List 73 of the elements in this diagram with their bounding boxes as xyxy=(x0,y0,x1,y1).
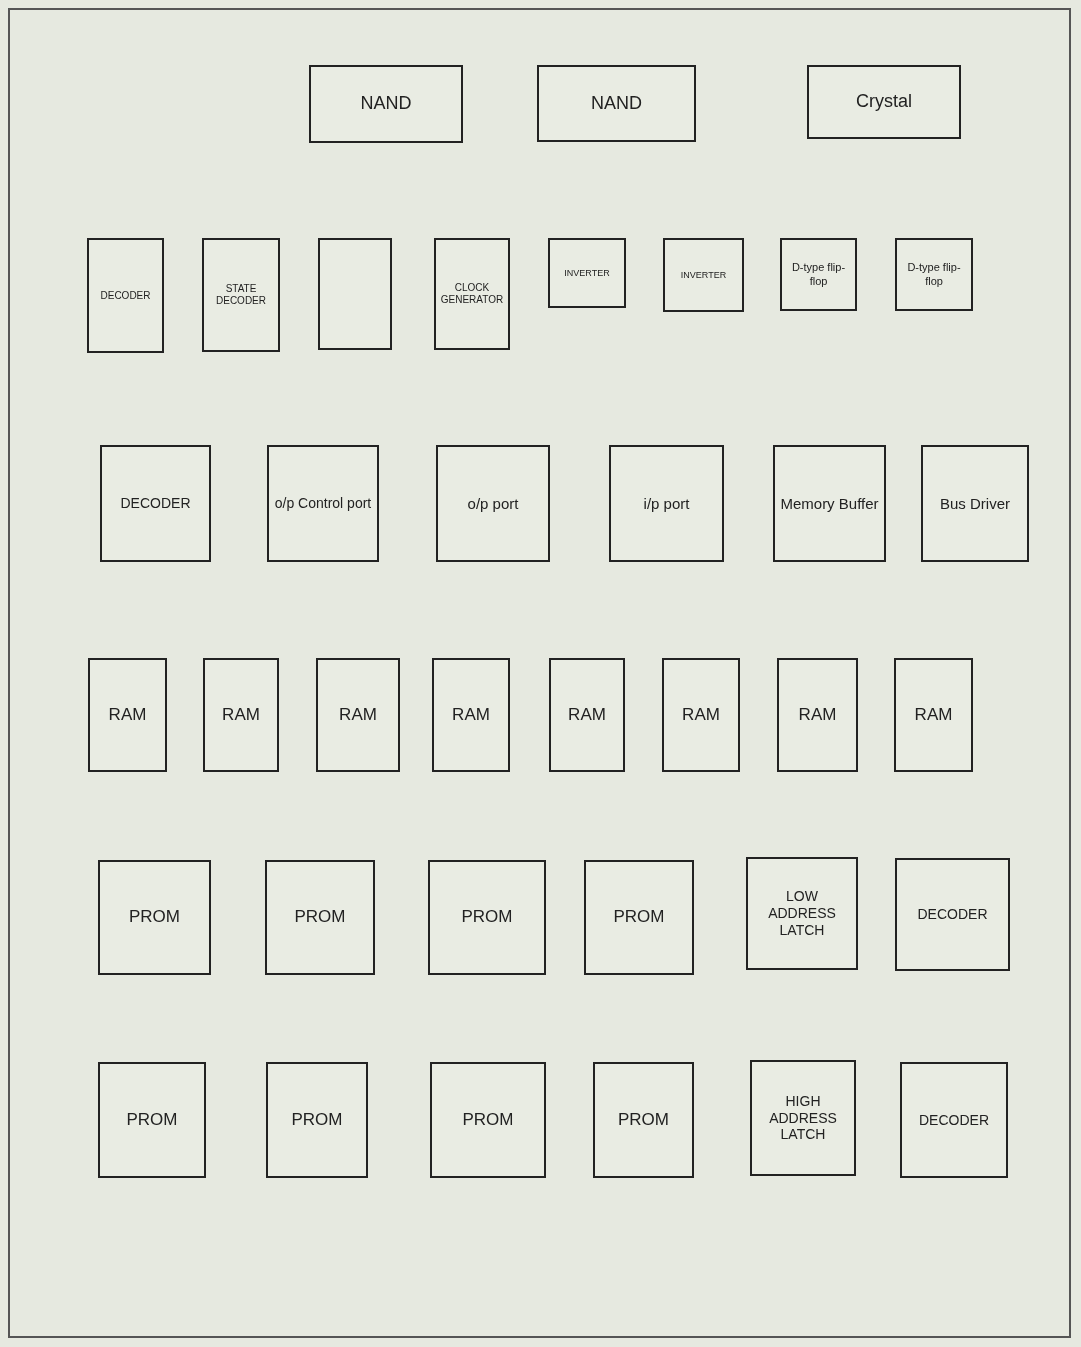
chip-box xyxy=(436,445,550,562)
chip-box xyxy=(750,1060,856,1176)
chip-box xyxy=(98,860,211,975)
chip-box xyxy=(434,238,510,350)
chip-label: PROM xyxy=(129,907,180,928)
chip-box xyxy=(316,658,400,772)
chip-box xyxy=(895,858,1010,971)
chip-box xyxy=(746,857,858,970)
chip-label: D-type flip-flop xyxy=(790,261,847,288)
chip-box xyxy=(537,65,696,142)
chip-box xyxy=(318,238,392,350)
chip-label: PROM xyxy=(461,907,513,928)
chip-box xyxy=(773,445,886,562)
chip-box xyxy=(100,445,211,562)
chip-label: PROM xyxy=(462,1109,514,1131)
chip-label: HIGH ADDRESS LATCH xyxy=(768,1092,838,1144)
chip-box xyxy=(202,238,280,352)
chip-label: INVERTER xyxy=(680,269,727,281)
chip-box xyxy=(87,238,164,353)
chip-label: RAM xyxy=(682,704,720,726)
chip-label: DECODER xyxy=(100,289,151,302)
chip-box xyxy=(609,445,724,562)
chip-label: RAM xyxy=(339,704,377,726)
chip-label: Bus Driver xyxy=(940,494,1010,513)
chip-box xyxy=(265,860,375,975)
chip-label: STATE DECODER xyxy=(215,283,267,307)
chip-label: NAND xyxy=(360,93,412,115)
chip-label: PROM xyxy=(126,1109,178,1131)
chip-box xyxy=(266,1062,368,1178)
chip-label: RAM xyxy=(222,704,260,726)
chip-box xyxy=(895,238,973,311)
chip-box xyxy=(807,65,961,139)
chip-label: PROM xyxy=(618,1109,669,1131)
chip-box xyxy=(430,1062,546,1178)
chip-label: DECODER xyxy=(120,495,191,512)
chip-label: DECODER xyxy=(917,906,988,923)
chip-box xyxy=(894,658,973,772)
chip-label: PROM xyxy=(613,907,665,928)
chip-label: RAM xyxy=(914,704,953,726)
chip-label: NAND xyxy=(591,92,642,115)
chip-box xyxy=(780,238,857,311)
chip-box xyxy=(428,860,546,975)
chip-label: PROM xyxy=(291,1109,343,1131)
chip-label: PROM xyxy=(294,907,346,928)
chip-box xyxy=(900,1062,1008,1178)
chip-box xyxy=(88,658,167,772)
chip-label: LOW ADDRESS LATCH xyxy=(767,888,837,939)
chip-box xyxy=(432,658,510,772)
chip-label: D-type flip-flop xyxy=(906,261,962,288)
chip-box xyxy=(921,445,1029,562)
chip-label: RAM xyxy=(452,704,490,726)
chip-label: DECODER xyxy=(919,1111,989,1129)
chip-box xyxy=(593,1062,694,1178)
chip-box xyxy=(549,658,625,772)
chip-label: INVERTER xyxy=(564,267,610,279)
chip-label: CLOCK GENERATOR xyxy=(439,282,505,306)
chip-label: RAM xyxy=(568,704,606,726)
chip-box xyxy=(584,860,694,975)
chip-box xyxy=(309,65,463,143)
chip-label: o/p Control port xyxy=(274,495,372,512)
chip-box xyxy=(548,238,626,308)
chip-label: RAM xyxy=(108,704,147,726)
chip-box xyxy=(662,658,740,772)
chip-label: i/p port xyxy=(643,494,690,513)
chip-label: o/p port xyxy=(467,494,519,513)
chip-label: Memory Buffer xyxy=(780,494,879,513)
chip-label: RAM xyxy=(798,704,837,726)
chip-box xyxy=(267,445,379,562)
chip-label: Crystal xyxy=(856,91,912,113)
chip-box xyxy=(203,658,279,772)
chip-box xyxy=(663,238,744,312)
chip-box xyxy=(777,658,858,772)
chip-box xyxy=(98,1062,206,1178)
